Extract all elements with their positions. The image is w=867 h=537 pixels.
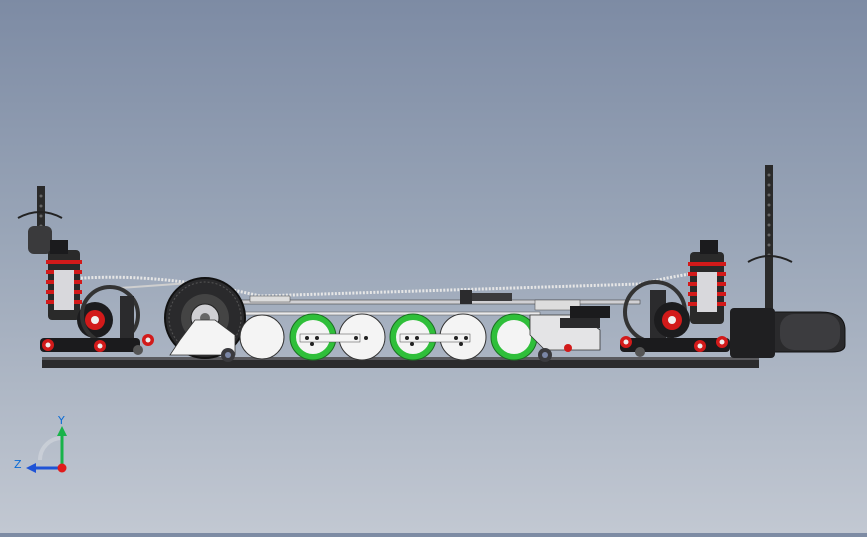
chassis-plate <box>42 360 759 368</box>
triad-origin <box>57 463 67 473</box>
lower-deck-rail <box>239 311 541 316</box>
coordinate-triad: Y Z <box>14 414 67 473</box>
spur-gear-assembly[interactable] <box>164 277 291 362</box>
battery-pack[interactable] <box>239 313 538 361</box>
drive-belt <box>59 270 721 298</box>
steering-linkage[interactable] <box>460 290 610 362</box>
rear-assembly[interactable] <box>17 186 154 355</box>
rear-body-post <box>37 186 45 236</box>
battery-cell-1 <box>239 314 285 360</box>
drive-belt-lower <box>119 282 191 289</box>
z-axis-label: Z <box>14 458 22 471</box>
front-body-post <box>765 165 773 310</box>
y-axis-label: Y <box>57 414 65 427</box>
chassis-plate-edge <box>42 357 759 360</box>
rc-car-chassis-model[interactable] <box>17 165 846 368</box>
front-assembly[interactable] <box>620 165 846 358</box>
